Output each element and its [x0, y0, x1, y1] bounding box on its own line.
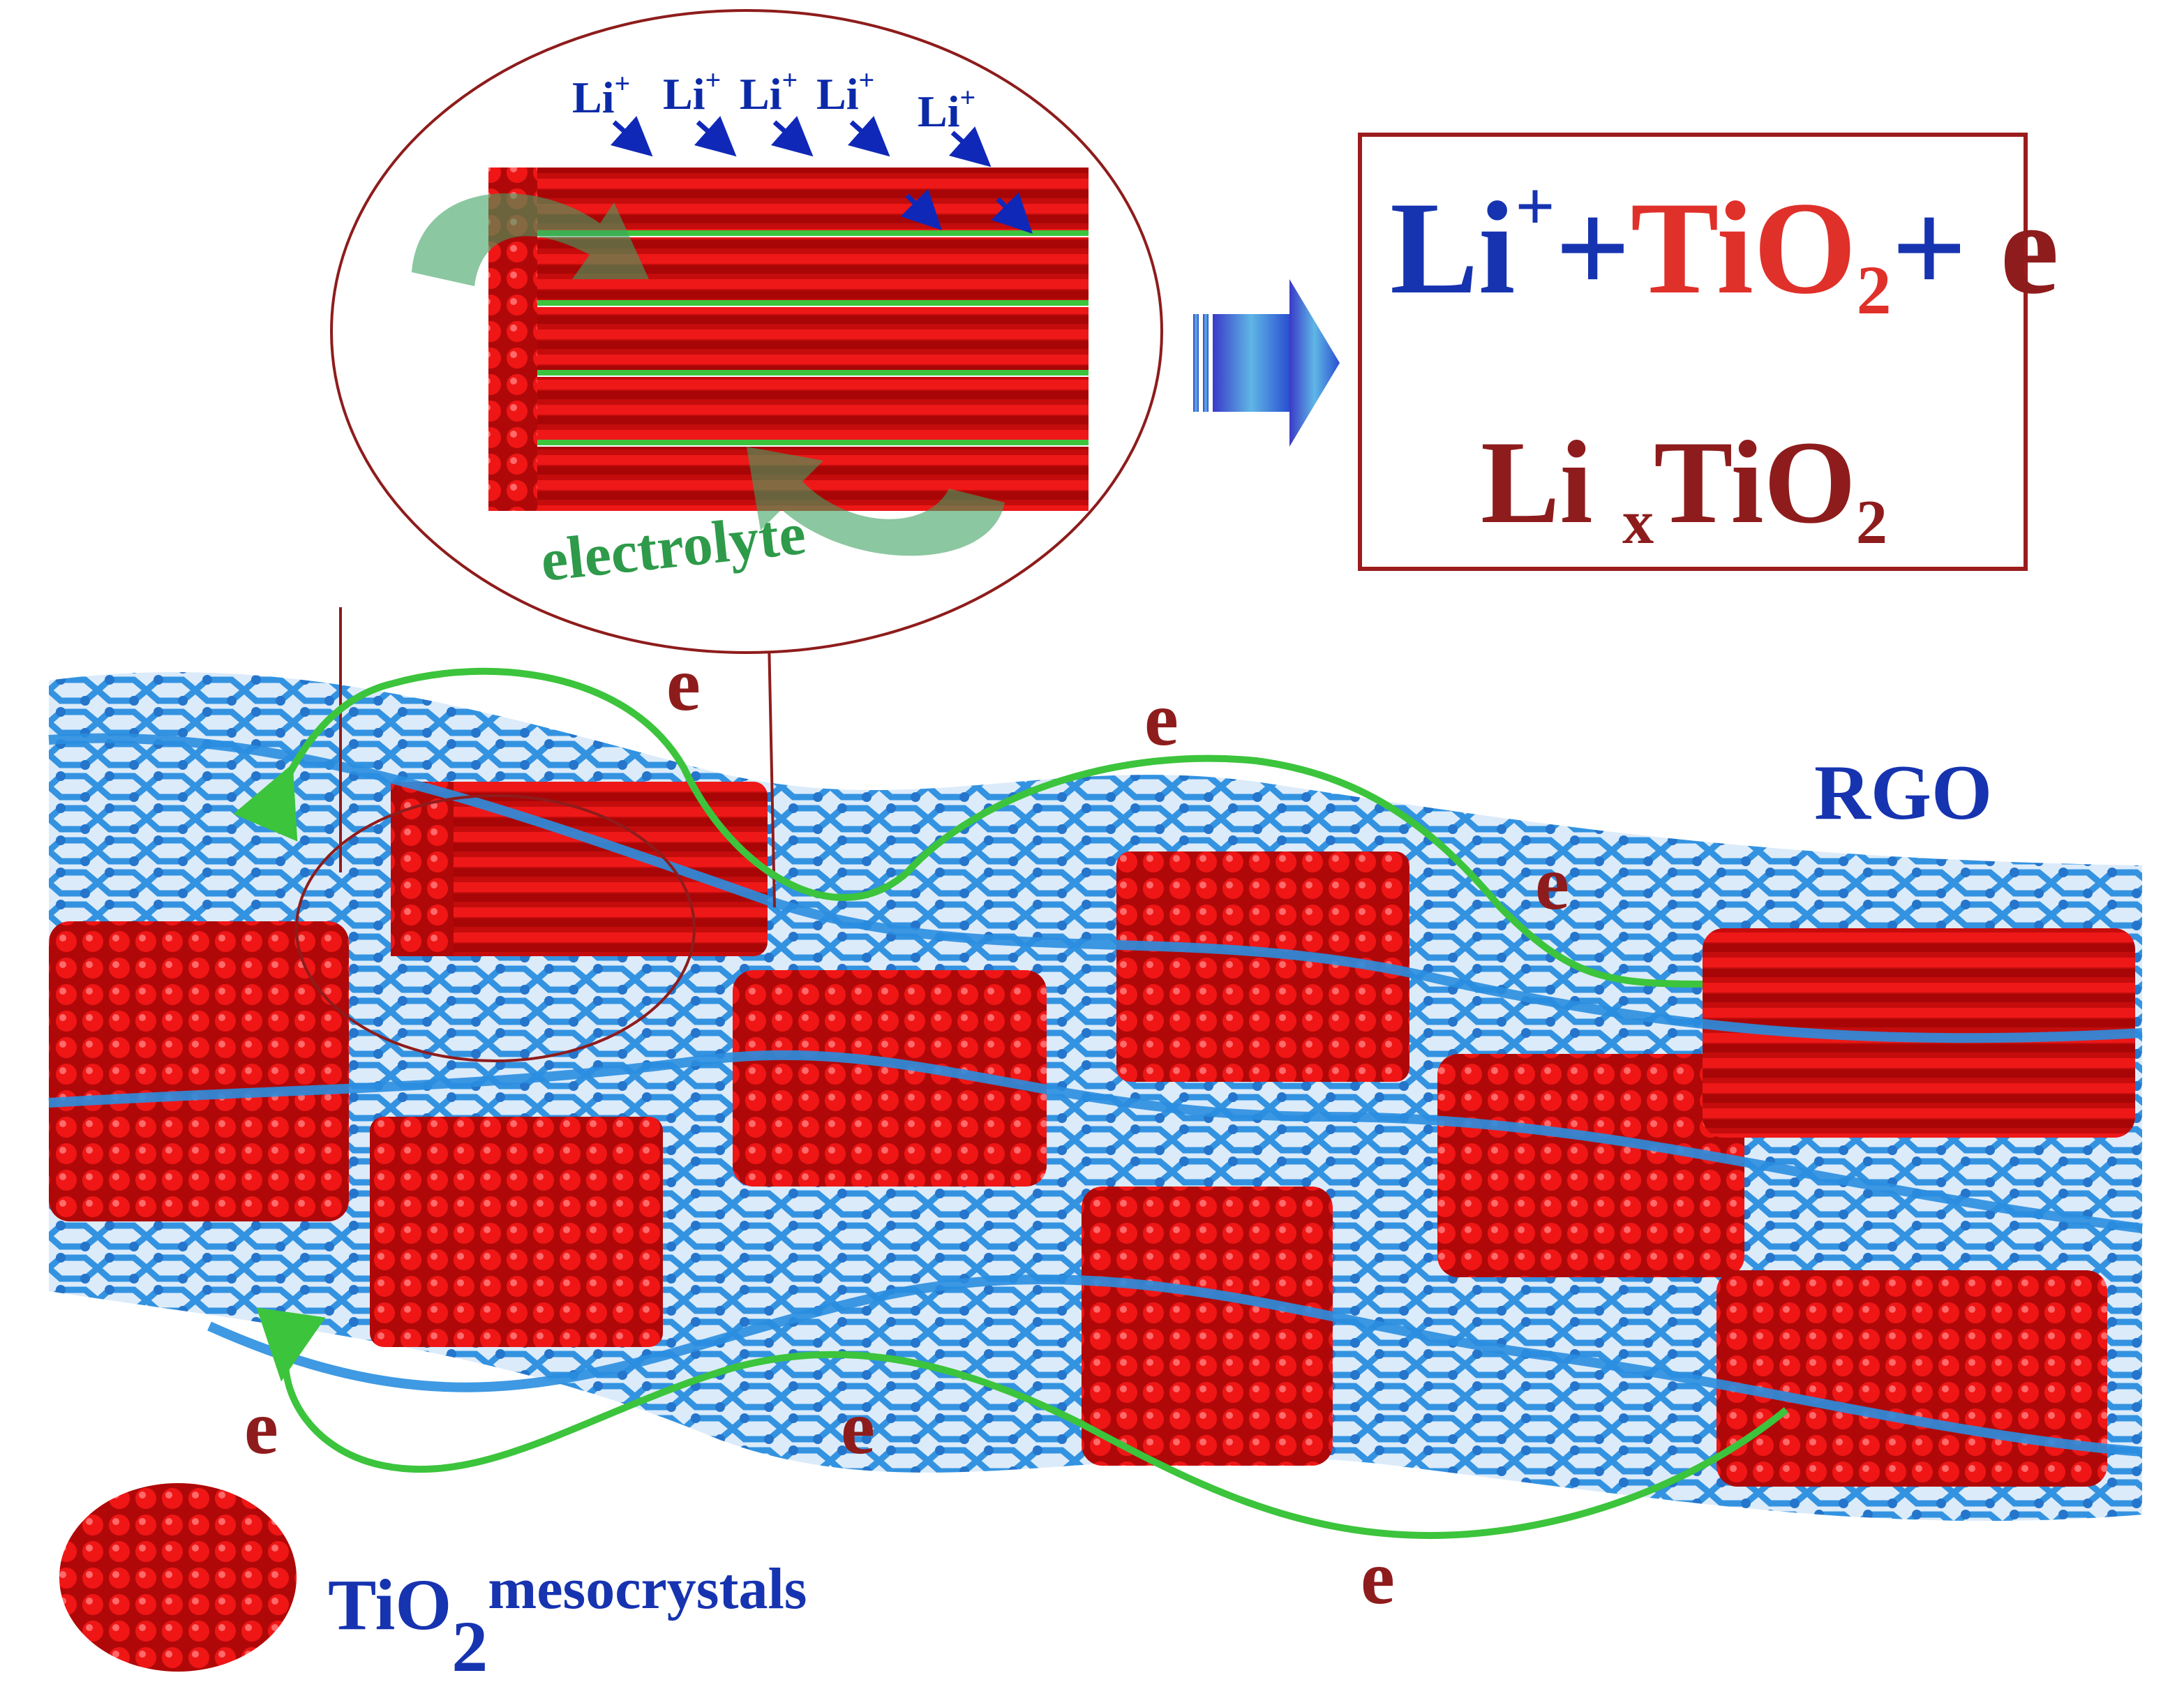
legend-label: TiO2mesocrystals — [328, 1560, 807, 1683]
electron-label: e — [841, 1385, 875, 1470]
eq-product-tio: TiO — [1654, 417, 1856, 548]
li-ion-label: Li+ — [663, 64, 721, 119]
reaction-arrow-right — [1193, 279, 1340, 447]
equation-product: Li xTiO2 — [1481, 423, 1887, 554]
eq-tio2: TiO — [1630, 175, 1857, 322]
eq-li: Li — [1390, 175, 1516, 322]
eq-product-sub: 2 — [1855, 488, 1887, 557]
rgo-label: RGO — [1814, 750, 1993, 836]
eq-product-x: x — [1622, 488, 1654, 557]
mesocrystal-block — [733, 970, 1047, 1187]
electron-label: e — [244, 1385, 278, 1470]
electrolyte-flow-arrow — [412, 193, 649, 286]
eq-plus: + — [1891, 175, 1967, 322]
mesocrystal-block — [391, 782, 768, 956]
mesocrystal-block — [49, 921, 349, 1221]
electron-paths — [233, 667, 1789, 1540]
li-ion-label: Li+ — [918, 82, 976, 136]
electrolyte-flow-arrow — [747, 447, 1005, 556]
mesocrystal-block — [1437, 1054, 1744, 1277]
reaction-equation-box: Li++TiO2+ e Li xTiO2 — [1358, 133, 2059, 571]
eq-electron: e — [1966, 175, 2059, 322]
mesocrystal-block — [1082, 1187, 1333, 1466]
mesocrystal-block — [1116, 852, 1409, 1082]
rgo-strands — [48, 733, 2143, 1457]
eq-product-li: Li — [1481, 417, 1623, 548]
eq-tio2-sub: 2 — [1856, 251, 1892, 329]
legend-sub: 2 — [451, 1607, 488, 1687]
zoom-source-ellipse — [295, 794, 696, 1062]
eq-li-charge: + — [1515, 168, 1555, 245]
electron-label: e — [1361, 1535, 1395, 1620]
inset-layered-stack — [412, 168, 1089, 556]
mesocrystal-block — [370, 1117, 663, 1347]
electron-path-top — [233, 667, 1703, 988]
legend-mesocrystals: mesocrystals — [488, 1556, 807, 1621]
mesocrystal-block — [1716, 1270, 2107, 1487]
electron-label: e — [1144, 676, 1179, 761]
legend-mesocrystal-swatch — [59, 1483, 297, 1672]
li-ion-arrows — [611, 116, 1033, 234]
li-ion-label: Li+ — [572, 68, 631, 122]
equation-reactants: Li++TiO2+ e — [1390, 172, 2059, 325]
eq-plus: + — [1555, 175, 1631, 322]
electron-label: e — [666, 641, 701, 727]
li-ion-label: Li+ — [816, 64, 875, 119]
tio2-mesocrystal-blocks — [49, 782, 2135, 1487]
electron-path-bottom — [256, 1307, 1789, 1540]
legend-tio: TiO — [328, 1565, 452, 1645]
mesocrystal-block — [391, 782, 454, 956]
li-ion-label: Li+ — [740, 64, 798, 119]
electron-label: e — [1535, 840, 1569, 925]
